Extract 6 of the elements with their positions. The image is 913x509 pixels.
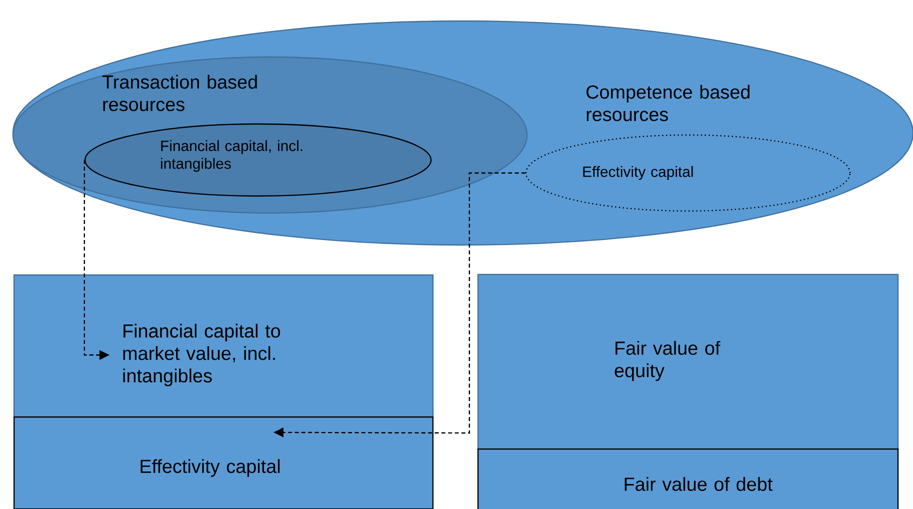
rectangle-box: Fair value of debt (477, 448, 899, 509)
ellipse-region: Effectivity capital (525, 134, 851, 212)
rectangle-box: Financial capital to market value, incl. intangibles (13, 274, 434, 418)
arrow (84, 160, 110, 360)
arrow (274, 172, 526, 438)
ellipse-region: Financial capital, incl. intangibles (84, 123, 432, 197)
